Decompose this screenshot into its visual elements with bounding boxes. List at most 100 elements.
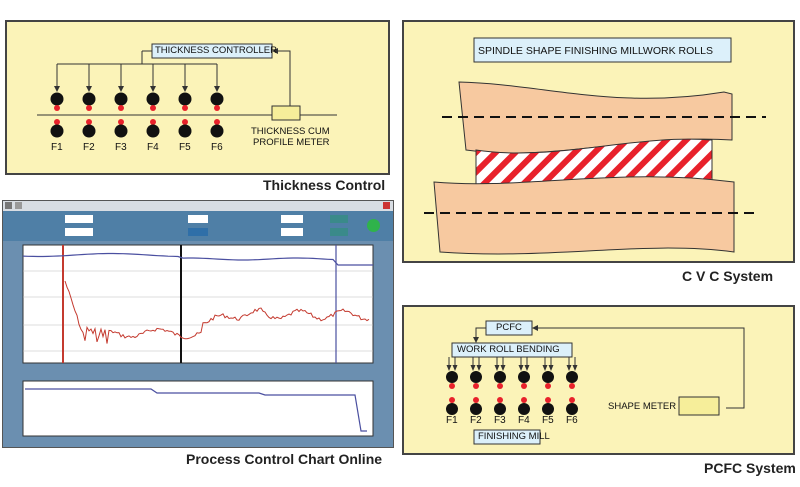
roll-dot <box>521 397 527 403</box>
roll-dot <box>54 105 60 111</box>
work-roll-top <box>146 92 160 106</box>
thickness-controller-label: THICKNESS CONTROLLER <box>155 45 277 56</box>
work-roll-top <box>518 371 530 383</box>
meter-label-1: THICKNESS CUM <box>251 126 330 137</box>
arrow-head <box>476 365 482 371</box>
arrow-head <box>518 365 524 371</box>
roll-dot <box>545 397 551 403</box>
process-chart-caption: Process Control Chart Online <box>186 451 383 467</box>
process-chart-window <box>2 200 394 448</box>
roll-dot <box>497 397 503 403</box>
work-roll-top <box>50 92 64 106</box>
pcfc-stand-label-f3: F3 <box>494 415 506 426</box>
work-roll-bottom <box>210 124 224 138</box>
print-icon[interactable] <box>15 202 22 209</box>
process-fields <box>3 211 393 241</box>
arrow-head <box>446 365 452 371</box>
roll-dot <box>473 397 479 403</box>
arrow-head <box>86 86 92 92</box>
field-box[interactable] <box>281 228 303 236</box>
pcfc-label: PCFC <box>496 322 522 333</box>
field-box[interactable] <box>281 215 303 223</box>
stand-label-f1: F1 <box>51 142 63 153</box>
roll-dot <box>86 105 92 111</box>
pcfc-stand-label-f5: F5 <box>542 415 554 426</box>
window-titlebar <box>3 201 393 211</box>
work-roll-bottom <box>518 403 530 415</box>
work-roll-bottom <box>446 403 458 415</box>
field-box[interactable] <box>188 215 208 223</box>
field-box[interactable] <box>188 228 208 236</box>
shape-meter-label: SHAPE METER <box>608 401 677 412</box>
stand-label-f2: F2 <box>83 142 95 153</box>
roll-dot <box>214 105 220 111</box>
close-icon[interactable] <box>383 202 390 209</box>
pcfc-stand-label-f6: F6 <box>566 415 578 426</box>
arrow-head <box>548 365 554 371</box>
stand-label-f6: F6 <box>211 142 223 153</box>
meter-label-2: PROFILE METER <box>253 137 330 148</box>
process-chart-plot <box>22 244 374 437</box>
work-roll-top <box>82 92 96 106</box>
roll-dot <box>118 119 124 125</box>
thickness-control-caption: Thickness Control <box>263 177 386 193</box>
arrow-head <box>500 365 506 371</box>
work-roll-top <box>470 371 482 383</box>
work-roll-top <box>178 92 192 106</box>
work-roll-bottom <box>146 124 160 138</box>
work-roll-top <box>114 92 128 106</box>
work-roll-top <box>542 371 554 383</box>
arrow-head <box>524 365 530 371</box>
work-roll-bottom <box>470 403 482 415</box>
arrow-head <box>118 86 124 92</box>
pcfc-stand-label-f2: F2 <box>470 415 482 426</box>
roll-dot <box>521 383 527 389</box>
work-roll-top <box>494 371 506 383</box>
work-roll-bottom <box>82 124 96 138</box>
app-icon[interactable] <box>5 202 12 209</box>
field-box[interactable] <box>65 228 93 236</box>
cvc-diagram <box>424 37 766 255</box>
arrow-head <box>214 86 220 92</box>
roll-dot <box>86 119 92 125</box>
roll-dot <box>182 119 188 125</box>
arrow-head <box>542 365 548 371</box>
work-roll-bottom <box>566 403 578 415</box>
pcfc-stand-label-f1: F1 <box>446 415 458 426</box>
pcfc-caption: PCFC System <box>704 460 796 476</box>
work-roll-bottom <box>542 403 554 415</box>
field-box[interactable] <box>330 215 348 223</box>
arrow-head <box>470 365 476 371</box>
thickness-diagram <box>37 43 337 138</box>
roll-dot <box>449 397 455 403</box>
roll-dot <box>449 383 455 389</box>
work-roll-bottom <box>178 124 192 138</box>
work-roll-bottom <box>50 124 64 138</box>
roll-dot <box>150 119 156 125</box>
arrow-head <box>572 365 578 371</box>
arrow-head <box>150 86 156 92</box>
work-roll-bending-label: WORK ROLL BENDING <box>457 344 560 355</box>
work-roll-top <box>566 371 578 383</box>
field-box[interactable] <box>330 228 348 236</box>
arrow-head <box>494 365 500 371</box>
stand-label-f5: F5 <box>179 142 191 153</box>
pcfc-diagram <box>446 320 745 445</box>
roll-dot <box>182 105 188 111</box>
stand-label-f4: F4 <box>147 142 159 153</box>
roll-dot <box>473 383 479 389</box>
roll-dot <box>54 119 60 125</box>
finishing-mill-label: FINISHING MILL <box>478 431 550 442</box>
status-indicator <box>367 219 380 232</box>
arrow-head <box>54 86 60 92</box>
thickness-control-panel: THICKNESS CONTROLLER F1 F2 F3 F4 F5 F6 THICKN… <box>5 20 390 175</box>
roll-dot <box>497 383 503 389</box>
roll-dot <box>569 383 575 389</box>
roll-dot <box>118 105 124 111</box>
stand-label-f3: F3 <box>115 142 127 153</box>
roll-dot <box>150 105 156 111</box>
arrow-head <box>566 365 572 371</box>
roll-dot <box>569 397 575 403</box>
field-box[interactable] <box>65 215 93 223</box>
work-roll-top <box>446 371 458 383</box>
